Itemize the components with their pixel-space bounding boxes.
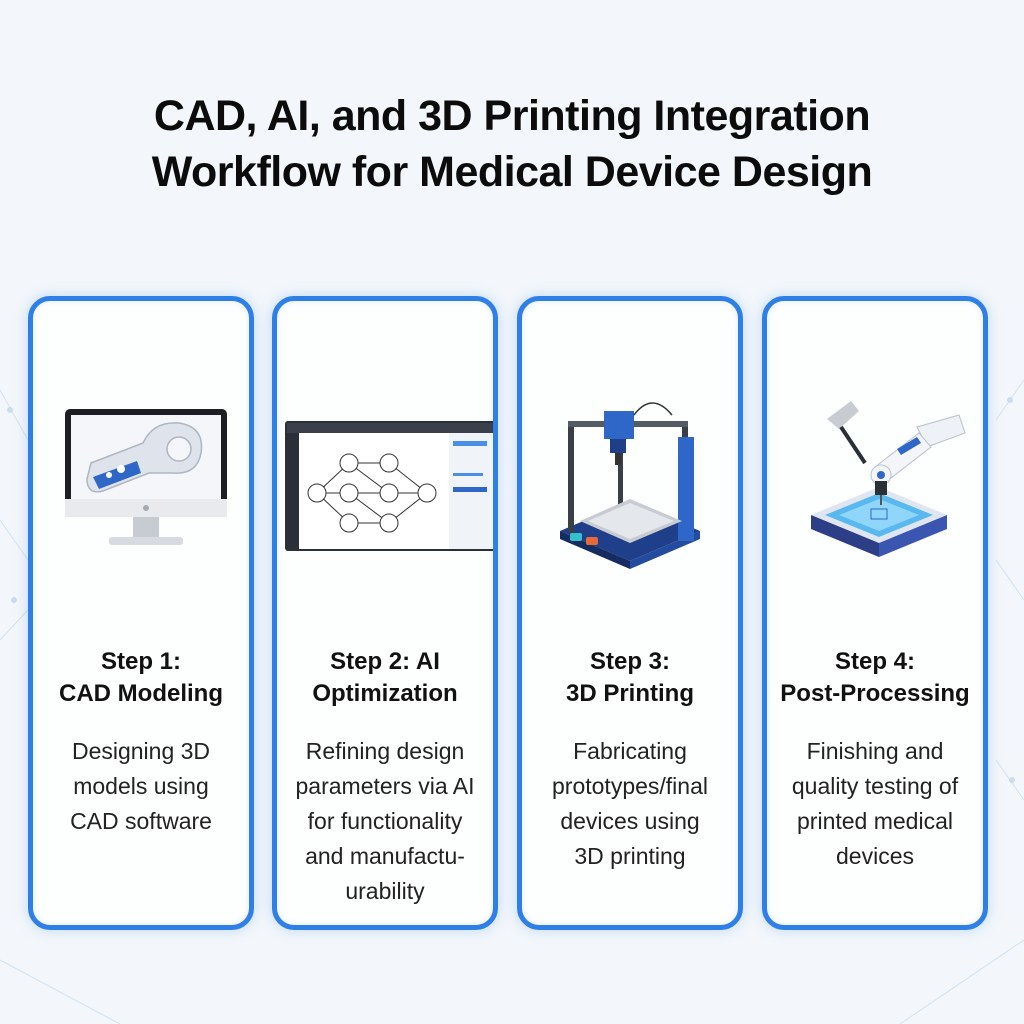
step-1-desc-line: Designing 3D	[71, 738, 211, 764]
step-2-desc-line: parameters via AI	[295, 773, 475, 799]
step-3-description: Fabricating prototypes/final devices usi…	[522, 734, 738, 874]
ai-node-graph-screen-icon	[285, 421, 493, 551]
step-4-desc-line: devices	[836, 843, 914, 869]
title-line-1: CAD, AI, and 3D Printing Integration	[153, 92, 871, 140]
step-4-desc-line: printed medical	[797, 808, 953, 834]
step-2-desc-line: urability	[345, 878, 425, 904]
step-3-title: Step 3: 3D Printing	[522, 646, 738, 710]
step-4-desc-line: Finishing and	[806, 738, 944, 764]
3d-printer-icon	[560, 402, 700, 569]
title-line-2: Workflow for Medical Device Design	[151, 148, 873, 196]
step-3-desc-line: prototypes/final	[552, 773, 708, 799]
step-1-description: Designing 3D models using CAD software	[33, 734, 249, 839]
step-4-label: Step 4:	[834, 648, 915, 675]
step-4-heading: Post-Processing	[780, 680, 970, 707]
step-4-title: Step 4: Post-Processing	[767, 646, 983, 710]
step-3-heading: 3D Printing	[565, 680, 694, 707]
step-2-desc-line: Refining design	[305, 738, 465, 764]
step-1-desc-line: CAD software	[70, 808, 212, 834]
step-card-2: Step 2: AI Optimization Refining design …	[272, 296, 498, 930]
step-1-label: Step 1:	[100, 648, 181, 675]
monitor-cad-model-icon	[65, 409, 227, 545]
step-4-description: Finishing and quality testing of printed…	[767, 734, 983, 874]
step-card-1: Step 1: CAD Modeling Designing 3D models…	[28, 296, 254, 930]
robotic-arm-finishing-icon	[811, 401, 966, 557]
step-2-heading: Optimization	[312, 680, 458, 707]
step-4-desc-line: quality testing of	[791, 773, 959, 799]
step-3-desc-line: 3D printing	[574, 843, 686, 869]
step-2-description: Refining design parameters via AI for fu…	[277, 734, 493, 909]
step-1-title: Step 1: CAD Modeling	[33, 646, 249, 710]
step-1-heading: CAD Modeling	[59, 680, 223, 707]
page-title: CAD, AI, and 3D Printing Integration Wor…	[0, 88, 1024, 200]
step-3-desc-line: devices using	[560, 808, 700, 834]
step-3-desc-line: Fabricating	[573, 738, 687, 764]
step-card-4: Step 4: Post-Processing Finishing and qu…	[762, 296, 988, 930]
step-2-title: Step 2: AI Optimization	[277, 646, 493, 710]
step-2-desc-line: for functionality	[307, 808, 463, 834]
step-2-desc-line: and manufactu-	[305, 843, 465, 869]
step-3-label: Step 3:	[589, 648, 670, 675]
step-card-3: Step 3: 3D Printing Fabricating prototyp…	[517, 296, 743, 930]
step-2-label: Step 2: AI	[330, 648, 440, 675]
step-1-desc-line: models using	[73, 773, 209, 799]
